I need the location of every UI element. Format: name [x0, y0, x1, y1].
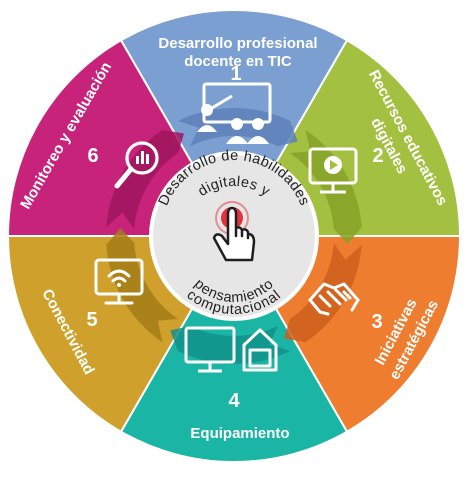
hand-pointer-icon: [212, 201, 256, 262]
monitor-play-icon: [308, 147, 358, 194]
segment-4-arrow: [170, 325, 291, 364]
segment-2-number: 2: [372, 145, 383, 167]
segment-layer: [6, 9, 462, 463]
segment-3-number: 3: [371, 311, 382, 333]
segment-6-arrow: [106, 129, 185, 230]
segment-2-arrow: [289, 129, 362, 244]
wifi-monitor-icon: [94, 258, 144, 305]
segment-4-number: 4: [228, 390, 240, 412]
center-hub: Desarrollo de habilidades digitales y pe…: [149, 148, 319, 321]
segment-1-title-line-2: docente en TIC: [184, 53, 292, 70]
devices-icon: [184, 326, 278, 373]
teacher-presentation-icon: [197, 82, 272, 144]
segment-6-number: 6: [87, 145, 98, 167]
segment-5-number: 5: [86, 309, 97, 331]
segment-1-title-line-1: Desarrollo profesional: [158, 35, 317, 52]
handshake-icon: [308, 282, 360, 316]
magnifier-chart-icon: [114, 141, 159, 189]
segment-3-arrow: [283, 242, 362, 343]
segment-4-title-line-1: Equipamiento: [190, 425, 289, 442]
icon-layer: [94, 82, 360, 373]
segment-1-number: 1: [230, 63, 241, 85]
